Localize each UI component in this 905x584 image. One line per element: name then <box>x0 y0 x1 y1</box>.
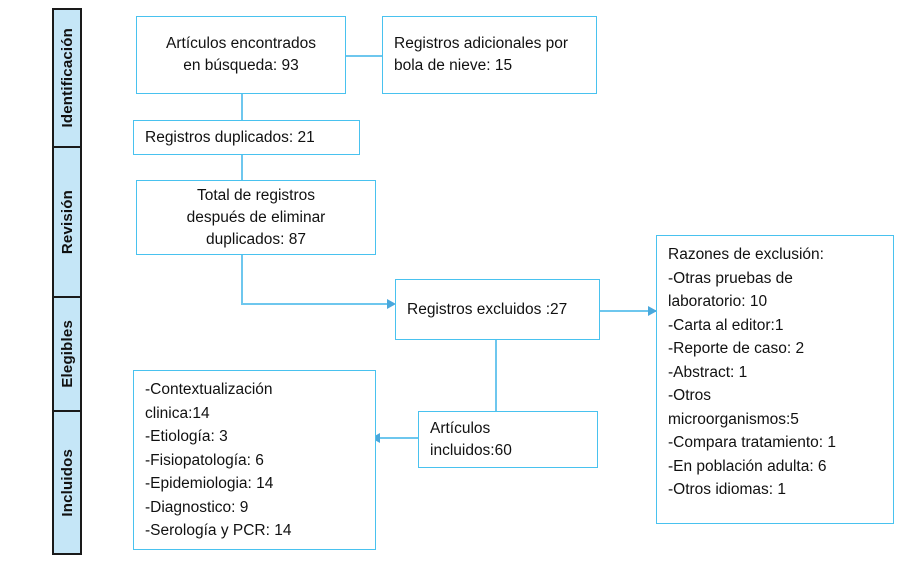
connector-excluded-to-included <box>495 340 497 411</box>
box-total-registros: Total de registros después de eliminar d… <box>136 180 376 255</box>
arrow-to-excluded-icon <box>387 299 396 309</box>
box-temas-incluidos: -Contextualización clinica:14 -Etiología… <box>133 370 376 550</box>
connector-excluded-to-reasons <box>600 310 656 312</box>
stage-incluidos: Incluidos <box>54 412 80 553</box>
stage-incluidos-label: Incluidos <box>58 448 76 517</box>
box-articulos-incluidos: Artículos incluidos:60 <box>418 411 598 468</box>
stage-revision: Revisión <box>54 148 80 298</box>
stage-sidebar: Identificación Revisión Elegibles Inclui… <box>52 8 82 555</box>
stage-elegibles: Elegibles <box>54 298 80 412</box>
box-articulos-encontrados: Artículos encontrados en búsqueda: 93 <box>136 16 346 94</box>
box-razones-exclusion: Razones de exclusión: -Otras pruebas de … <box>656 235 894 524</box>
stage-identificacion-label: Identificación <box>58 28 76 128</box>
connector-after-down <box>241 255 243 304</box>
box-registros-excluidos: Registros excluidos :27 <box>395 279 600 340</box>
arrow-to-reasons-icon <box>648 306 657 316</box>
connector-duplicates-to-after <box>241 155 243 180</box>
box-registros-duplicados: Registros duplicados: 21 <box>133 120 360 155</box>
stage-revision-label: Revisión <box>58 189 76 255</box>
connector-after-to-excluded <box>241 303 391 305</box>
stage-elegibles-label: Elegibles <box>58 320 76 388</box>
connector-found-to-snowball <box>345 55 383 57</box>
stage-identificacion: Identificación <box>54 10 80 148</box>
box-registros-adicionales: Registros adicionales por bola de nieve:… <box>382 16 597 94</box>
connector-found-to-duplicates <box>241 94 243 120</box>
connector-included-to-topics <box>378 437 420 439</box>
